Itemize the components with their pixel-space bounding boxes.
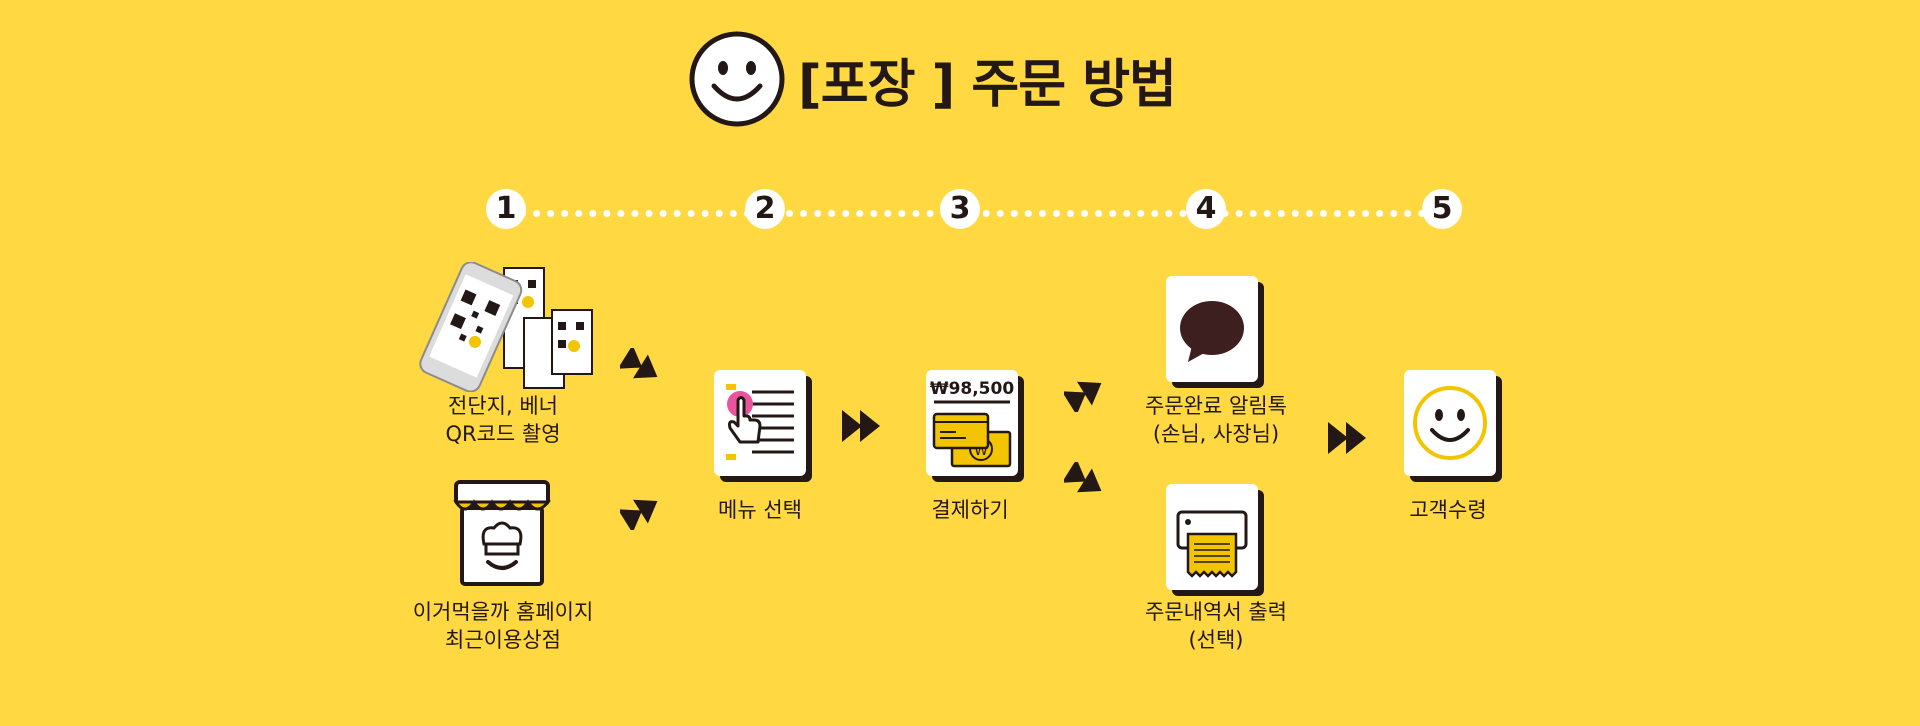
alarm-talk-label: 주문완료 알림톡 (손님, 사장님): [1145, 394, 1287, 446]
step-number-1: 1: [486, 189, 526, 229]
double-arrow-icon: [620, 348, 658, 379]
qr-phone-icon: [412, 261, 597, 396]
double-arrow-icon: [1064, 462, 1102, 493]
double-arrow-icon: [1064, 381, 1102, 412]
double-arrow-icon: [620, 499, 658, 530]
menu-select-card: [714, 370, 806, 476]
payment-amount: ₩98,500: [930, 379, 1015, 399]
double-arrow-icon: [1328, 422, 1366, 454]
receipt-print-card: [1166, 484, 1258, 590]
step-number-4: 4: [1186, 189, 1226, 229]
receipt-print-label: 주문내역서 출력 (선택): [1145, 600, 1287, 652]
customer-pickup-card: [1404, 370, 1496, 476]
smiley-icon: [689, 31, 785, 127]
payment-card-icon: ₩98,500 ₩: [930, 379, 1015, 468]
qr-scan-label: 전단지, 베너 QR코드 촬영: [445, 394, 561, 446]
page-title: [포장 ] 주문 방법: [688, 30, 1177, 128]
step-number-5: 5: [1422, 189, 1462, 229]
alarm-talk-card: [1166, 276, 1258, 382]
title-text: [포장 ] 주문 방법: [798, 54, 1177, 115]
double-arrow-icon: [842, 410, 880, 442]
menu-select-label: 메뉴 선택: [718, 498, 802, 522]
recent-store-label: 이거먹을까 홈페이지 최근이용상점: [412, 600, 594, 652]
chat-bubble-icon: [1180, 301, 1244, 362]
step-number-3: 3: [940, 189, 980, 229]
smiley-icon: [1413, 386, 1487, 460]
menu-touch-icon: [726, 384, 794, 460]
step-number-2: 2: [745, 189, 785, 229]
payment-card: ₩98,500 ₩: [926, 370, 1018, 476]
receipt-printer-icon: [1176, 510, 1248, 578]
store-chef-icon: [452, 478, 552, 592]
payment-label: 결제하기: [931, 498, 1009, 522]
customer-pickup-label: 고객수령: [1409, 498, 1487, 522]
